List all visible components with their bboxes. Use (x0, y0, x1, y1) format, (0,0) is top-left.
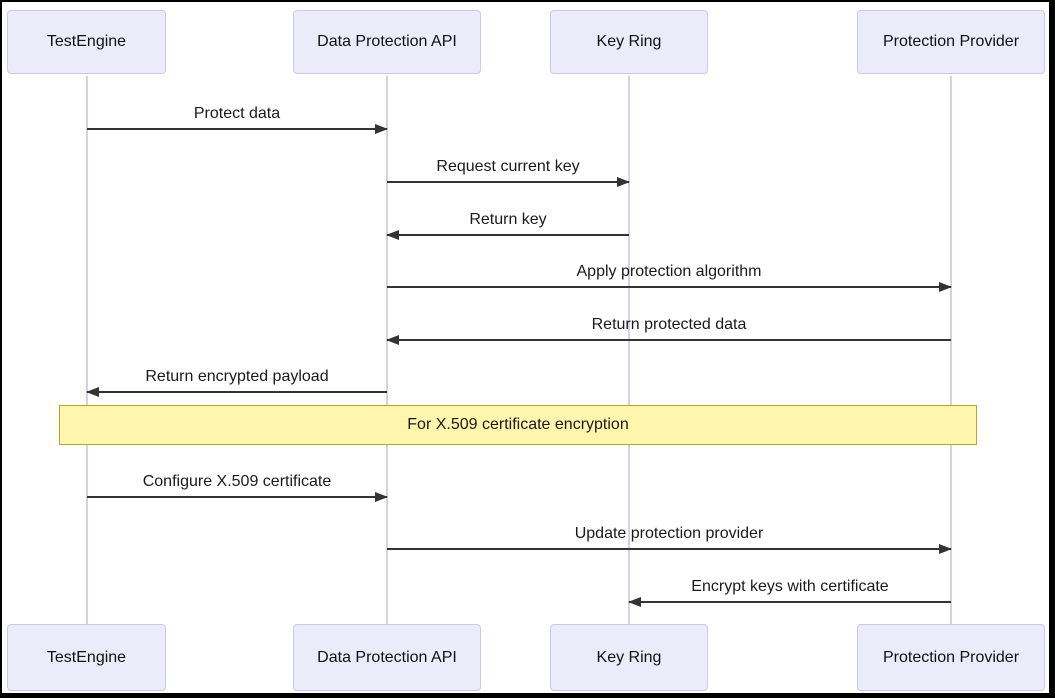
actor-label: Data Protection API (317, 33, 457, 50)
actor-box-key-ring-top: Key Ring (550, 10, 708, 74)
message-arrow (87, 492, 388, 502)
arrowhead-right-icon (939, 282, 952, 292)
message-label: Update protection provider (574, 525, 764, 542)
message-apply-protection-algorithm: Apply protection algorithm (387, 256, 952, 292)
actor-label: TestEngine (46, 648, 127, 666)
message-arrow (628, 597, 951, 607)
actor-box-key-ring-bottom: Key Ring (550, 624, 708, 691)
actor-box-protection-provider-bottom: Protection Provider (857, 624, 1045, 691)
message-request-current-key: Request current key (387, 151, 630, 187)
message-label: Encrypt keys with certificate (691, 578, 889, 595)
message-label: Protect data (193, 105, 281, 122)
arrowhead-left-icon (386, 230, 399, 240)
actor-box-testengine-bottom: TestEngine (7, 624, 166, 691)
message-arrow (387, 544, 952, 554)
arrowhead-left-icon (386, 335, 399, 345)
message-arrow (387, 282, 952, 292)
message-arrow (87, 124, 388, 134)
actor-label: TestEngine (46, 33, 127, 50)
arrowhead-left-icon (628, 597, 641, 607)
actor-box-testengine-top: TestEngine (7, 10, 166, 74)
message-return-key: Return key (386, 204, 629, 240)
lifeline-protection-provider (950, 76, 952, 624)
arrowhead-right-icon (939, 544, 952, 554)
arrowhead-left-icon (86, 387, 99, 397)
message-label: Return encrypted payload (145, 368, 329, 385)
message-configure-x509-certificate: Configure X.509 certificate (87, 466, 388, 502)
actor-box-data-protection-api-bottom: Data Protection API (293, 624, 481, 691)
message-arrow (387, 177, 630, 187)
message-label: Apply protection algorithm (576, 263, 762, 280)
lifeline-testengine (86, 76, 88, 624)
message-arrow (86, 387, 387, 397)
message-label: Request current key (436, 158, 580, 175)
actor-label: Protection Provider (882, 33, 1020, 50)
actor-label: Protection Provider (882, 648, 1020, 666)
actor-label: Data Protection API (317, 648, 457, 666)
lifeline-key-ring (628, 76, 630, 624)
message-label: Return protected data (591, 316, 747, 333)
message-arrow (386, 230, 629, 240)
actor-box-data-protection-api-top: Data Protection API (293, 10, 481, 74)
message-arrow (386, 335, 951, 345)
message-return-protected-data: Return protected data (386, 309, 951, 345)
note-x509-certificate-encryption: For X.509 certificate encryption (59, 405, 977, 445)
actor-box-protection-provider-top: Protection Provider (857, 10, 1045, 74)
message-return-encrypted-payload: Return encrypted payload (86, 361, 387, 397)
message-update-protection-provider: Update protection provider (387, 518, 952, 554)
lifeline-data-protection-api (386, 76, 388, 624)
note-label: For X.509 certificate encryption (407, 416, 629, 433)
actor-label: Key Ring (596, 33, 662, 50)
message-label: Return key (469, 211, 547, 228)
actor-label: Key Ring (596, 648, 662, 666)
arrowhead-right-icon (617, 177, 630, 187)
message-protect-data: Protect data (87, 98, 388, 134)
arrowhead-right-icon (375, 124, 388, 134)
arrowhead-right-icon (375, 492, 388, 502)
message-label: Configure X.509 certificate (142, 473, 332, 490)
message-encrypt-keys-with-certificate: Encrypt keys with certificate (628, 571, 951, 607)
